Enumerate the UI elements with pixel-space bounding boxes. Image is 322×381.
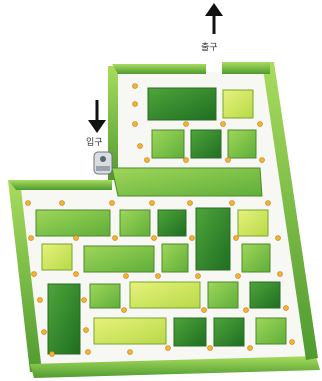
- path-dot: [226, 158, 231, 163]
- path-dot: [184, 158, 189, 163]
- path-dot: [234, 236, 239, 241]
- path-dot: [258, 122, 263, 127]
- path-dot: [150, 201, 155, 206]
- path-dot: [113, 236, 118, 241]
- path-dot: [74, 272, 79, 277]
- path-dot: [38, 298, 43, 303]
- path-dot: [124, 274, 129, 279]
- path-dot: [196, 274, 201, 279]
- path-dot: [110, 201, 115, 206]
- path-dot: [50, 352, 55, 357]
- path-dot: [184, 122, 189, 127]
- entrance-label: 입구: [86, 139, 103, 148]
- path-dot: [284, 306, 289, 311]
- arrow-up-icon: [205, 3, 223, 34]
- path-dot: [208, 346, 213, 351]
- path-dot: [244, 308, 249, 313]
- path-dot: [276, 236, 281, 241]
- path-dot: [266, 201, 271, 206]
- path-dot: [166, 346, 171, 351]
- path-dot: [60, 201, 65, 206]
- path-dot: [29, 236, 34, 241]
- path-dot: [152, 236, 157, 241]
- path-dot: [133, 84, 138, 89]
- path-dot: [145, 158, 150, 163]
- arrow-down-icon: [88, 100, 106, 133]
- path-dot: [190, 236, 195, 241]
- path-dot: [156, 274, 161, 279]
- path-dot: [138, 144, 143, 149]
- path-dot: [221, 122, 226, 127]
- path-dot: [74, 236, 79, 241]
- path-dot: [42, 330, 47, 335]
- path-dot: [82, 298, 87, 303]
- exit-label: 출구: [201, 44, 218, 53]
- path-dot: [122, 308, 127, 313]
- path-dot: [202, 308, 207, 313]
- path-dot: [230, 201, 235, 206]
- path-dot: [133, 102, 138, 107]
- path-dot: [133, 122, 138, 127]
- path-dot: [260, 158, 265, 163]
- path-dot: [26, 201, 31, 206]
- path-dot: [248, 346, 253, 351]
- path-dot: [86, 350, 91, 355]
- path-dot: [84, 328, 89, 333]
- path-dot: [236, 274, 241, 279]
- robot-icon: [94, 152, 112, 174]
- path-dot: [278, 272, 283, 277]
- path-dot: [290, 340, 295, 345]
- path-dot: [188, 201, 193, 206]
- path-dot: [32, 272, 37, 277]
- path-dot: [128, 350, 133, 355]
